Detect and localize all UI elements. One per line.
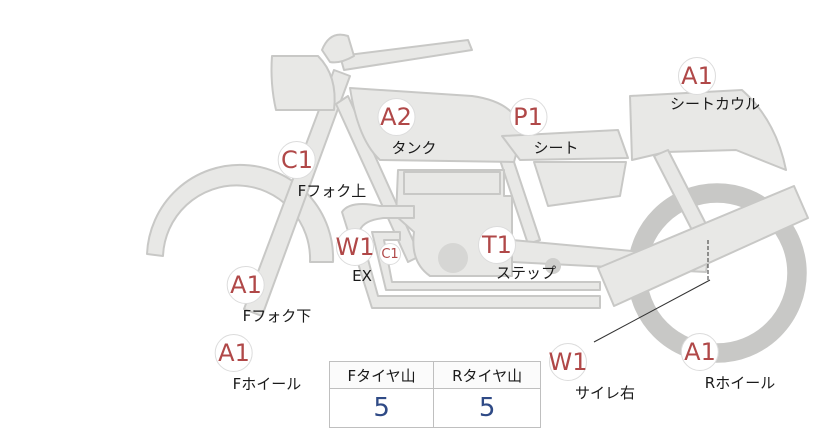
- part-label: シート: [533, 139, 579, 157]
- marker-fork-upper[interactable]: C1 Fフォク上: [228, 141, 367, 201]
- front-tire-tread-header: Fタイヤ山: [328, 361, 435, 389]
- part-label: EX: [352, 267, 372, 285]
- side-cover: [533, 161, 627, 207]
- grade-badge: A1: [214, 334, 253, 372]
- marker-muffler-right[interactable]: W1 サイレ右: [501, 343, 635, 403]
- grade-badge: A1: [677, 57, 716, 95]
- part-label: ステップ: [495, 264, 557, 282]
- grade-badge: W1: [336, 228, 375, 266]
- grade-badge: T1: [477, 226, 516, 264]
- seat: [501, 129, 629, 161]
- marker-rear-wheel[interactable]: A1 Rホイール: [625, 333, 775, 393]
- marker-seat[interactable]: P1 シート: [477, 98, 579, 158]
- part-label: Fフォク上: [297, 182, 367, 200]
- handlebar: [339, 39, 473, 71]
- part-label: Fフォク下: [242, 307, 312, 325]
- part-label: Fホイール: [232, 375, 302, 393]
- front-tire-tread-value: 5: [328, 388, 435, 428]
- grade-badge: A2: [376, 98, 415, 136]
- part-label: Rホイール: [704, 374, 776, 392]
- front-wheel-ring: [146, 163, 335, 263]
- tire-tread-table: Fタイヤ山 Rタイヤ山 5 5: [328, 361, 541, 428]
- grade-badge: C1: [277, 141, 316, 179]
- muffler: [597, 185, 809, 307]
- part-label: サイレ右: [574, 384, 636, 402]
- marker-exhaust[interactable]: W1 EX: [336, 228, 375, 285]
- rear-tire-tread-header: Rタイヤ山: [433, 361, 541, 389]
- part-label: シートカウル: [669, 95, 761, 113]
- front-fork: [243, 69, 351, 317]
- grade-badge: P1: [508, 98, 547, 136]
- marker-tank[interactable]: A2 タンク: [355, 98, 437, 158]
- grade-badge: A1: [681, 333, 719, 371]
- marker-exhaust-extra[interactable]: C1: [379, 243, 401, 265]
- marker-seat-cowl[interactable]: A1 シートカウル: [634, 57, 760, 114]
- marker-step[interactable]: T1 ステップ: [438, 226, 556, 283]
- headlight: [270, 55, 336, 111]
- grade-badge: W1: [548, 343, 587, 381]
- part-label: タンク: [391, 139, 437, 157]
- marker-fork-lower[interactable]: A1 Fフォク下: [181, 266, 312, 326]
- grade-badge: C1: [379, 243, 401, 265]
- grade-badge: A1: [226, 266, 265, 304]
- marker-front-wheel[interactable]: A1 Fホイール: [167, 334, 302, 394]
- rear-tire-tread-value: 5: [433, 388, 541, 428]
